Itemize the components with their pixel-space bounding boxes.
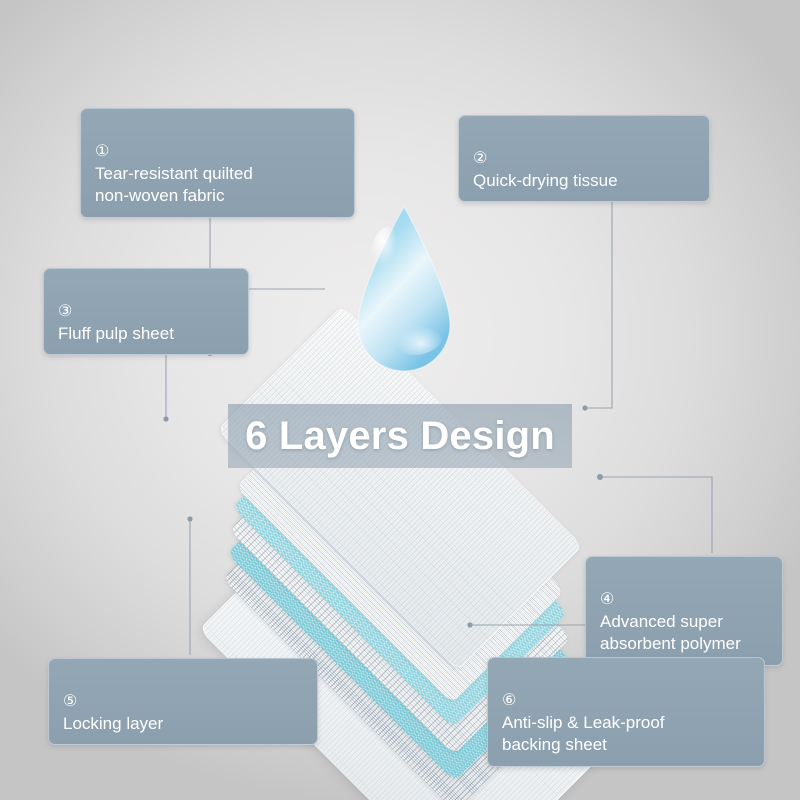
callout-1-number: ① [95,143,110,161]
callout-3-fluff-pulp-sheet[interactable]: ③ Fluff pulp sheet [43,268,249,356]
callout-5-number: ⑤ [63,693,78,711]
page-title: 6 Layers Design [245,413,555,458]
callout-3-label: Fluff pulp sheet [58,323,174,343]
callout-2-quick-drying-tissue[interactable]: ② Quick-drying tissue [458,115,710,203]
callout-4-number: ④ [600,591,615,609]
callout-1-nonwoven-fabric[interactable]: ① Tear-resistant quilted non-woven fabri… [80,108,355,218]
callout-2-number: ② [473,150,488,168]
callout-5-locking-layer[interactable]: ⑤ Locking layer [48,658,318,746]
callout-5-label: Locking layer [63,713,164,733]
callout-2-label: Quick-drying tissue [473,170,618,190]
callout-6-backing-sheet[interactable]: ⑥ Anti-slip & Leak-proof backing sheet [487,657,765,767]
callout-1-label: Tear-resistant quilted non-woven fabric [95,163,253,206]
callout-3-number: ③ [58,303,73,321]
title-banner: 6 Layers Design [228,404,572,468]
callout-4-absorbent-polymer[interactable]: ④ Advanced super absorbent polymer [585,556,783,666]
callout-6-number: ⑥ [502,692,517,710]
callout-4-label: Advanced super absorbent polymer [600,611,741,654]
callout-6-label: Anti-slip & Leak-proof backing sheet [502,712,665,755]
